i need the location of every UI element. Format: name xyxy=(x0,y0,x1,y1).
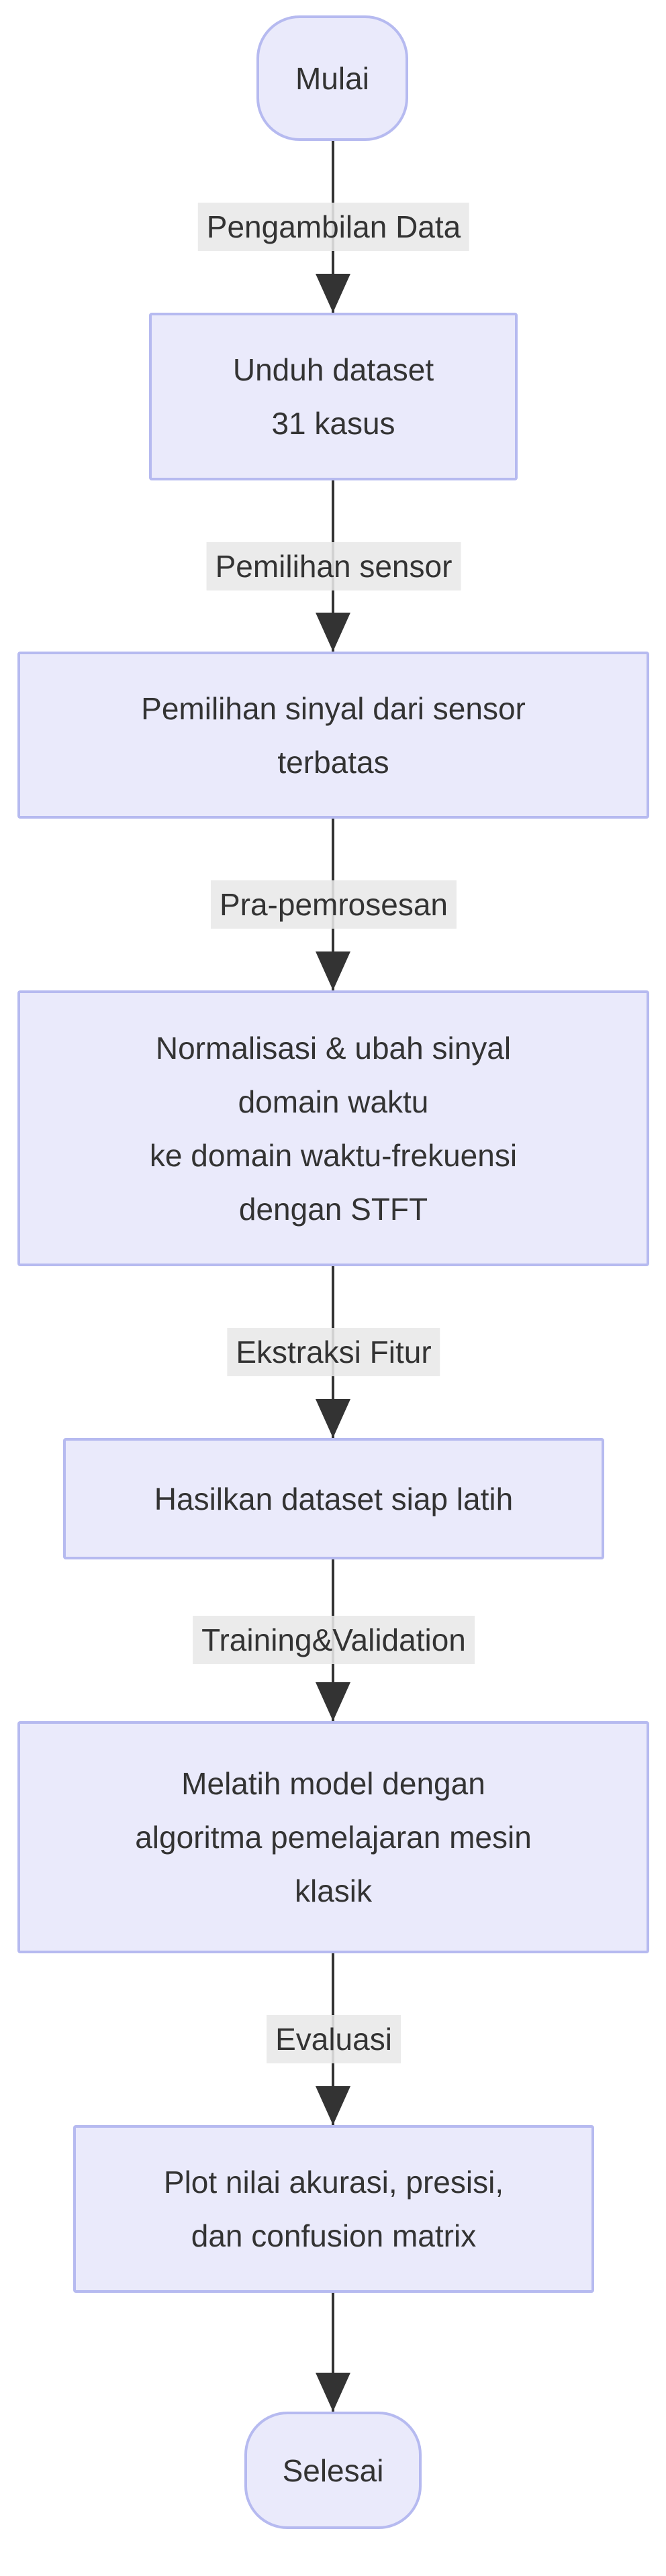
edge-label-pemilihan-sensor: Pemilihan sensor xyxy=(206,542,461,590)
end-node-label: Selesai xyxy=(282,2453,384,2488)
arrowhead-icon xyxy=(316,951,350,990)
process-node-dataset-siap-latih: Hasilkan dataset siap latih xyxy=(63,1438,604,1559)
edge-line-plot-to-end xyxy=(332,2293,334,2412)
node-text-line: klasik xyxy=(294,1873,373,1908)
arrowhead-icon xyxy=(316,613,350,652)
node-text-line: algoritma pemelajaran mesin xyxy=(135,1820,532,1855)
start-node-label: Mulai xyxy=(295,60,369,96)
node-text-line: domain waktu xyxy=(238,1084,429,1119)
process-node-unduh-dataset: Unduh dataset 31 kasus xyxy=(149,313,518,480)
node-text-line: dan confusion matrix xyxy=(191,2218,477,2253)
node-text-line: Melatih model dengan xyxy=(181,1766,485,1801)
node-text-line: Unduh dataset xyxy=(232,352,434,387)
arrowhead-icon xyxy=(316,2086,350,2125)
node-text-line: ke domain waktu-frekuensi xyxy=(149,1137,518,1173)
edge-label-training-validation: Training&Validation xyxy=(193,1616,475,1664)
arrowhead-icon xyxy=(316,1682,350,1721)
edge-label-evaluasi: Evaluasi xyxy=(267,2015,401,2063)
node-text-line: terbatas xyxy=(277,744,389,780)
node-text-line: Normalisasi & ubah sinyal xyxy=(155,1030,512,1066)
end-node: Selesai xyxy=(244,2412,422,2529)
arrowhead-icon xyxy=(316,274,350,313)
edge-label-ekstraksi-fitur: Ekstraksi Fitur xyxy=(227,1328,440,1376)
edge-label-pra-pemrosesan: Pra-pemrosesan xyxy=(210,880,457,929)
process-node-melatih-model: Melatih model dengan algoritma pemelajar… xyxy=(17,1721,649,1953)
process-node-normalisasi-stft: Normalisasi & ubah sinyal domain waktu k… xyxy=(17,990,649,1266)
node-text-line: Hasilkan dataset siap latih xyxy=(154,1481,514,1516)
process-node-pemilihan-sinyal: Pemilihan sinyal dari sensor terbatas xyxy=(17,652,649,819)
node-text-line: 31 kasus xyxy=(271,406,395,441)
arrowhead-icon xyxy=(316,1399,350,1438)
start-node: Mulai xyxy=(256,15,408,141)
node-text-line: Pemilihan sinyal dari sensor xyxy=(141,690,526,726)
arrowhead-icon xyxy=(316,2373,350,2412)
process-node-plot-evaluasi: Plot nilai akurasi, presisi, dan confusi… xyxy=(73,2125,594,2293)
edge-label-pengambilan-data: Pengambilan Data xyxy=(197,203,470,251)
node-text-line: Plot nilai akurasi, presisi, xyxy=(163,2165,504,2200)
node-text-line: dengan STFT xyxy=(238,1191,428,1227)
